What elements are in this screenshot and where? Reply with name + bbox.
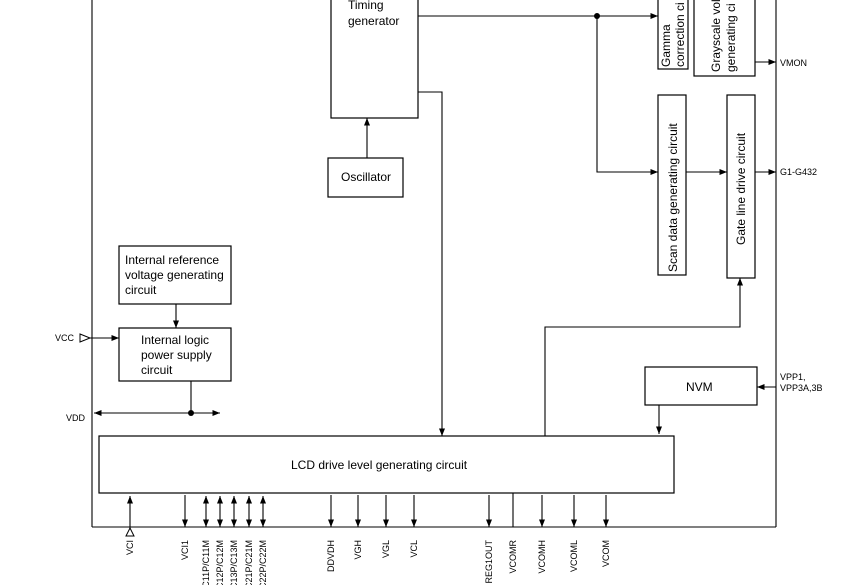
timing-generator-label-line1: Timing bbox=[348, 0, 384, 12]
internal-logic-label-line1: Internal logic bbox=[141, 333, 209, 347]
pin-label-vgl: VGL bbox=[381, 540, 391, 558]
vcc-open-arrow bbox=[79, 333, 92, 343]
connections bbox=[90, 12, 776, 436]
timing-generator-label-line2: generator bbox=[348, 14, 399, 28]
vcc-pin-label: VCC bbox=[55, 333, 75, 343]
vdd-pin-label: VDD bbox=[66, 413, 86, 423]
vci-open-arrow bbox=[125, 526, 135, 537]
grayscale-voltage-label-line2: generating ci bbox=[724, 3, 738, 72]
gamma-correction-block: Gamma correction ci bbox=[657, 0, 689, 70]
bottom-pins: VCI VCI1 C11P/C11M C12P/C12M C13P/C13M C21P/C… bbox=[125, 493, 611, 585]
nvm-block: NVM bbox=[644, 366, 758, 406]
vpp-pin-label-line1: VPP1, bbox=[780, 372, 806, 382]
pin-label-ddvdh: DDVDH bbox=[326, 540, 336, 572]
gate-output-pin-label: G1-G432 bbox=[780, 167, 817, 177]
scan-data-block: Scan data generating circuit bbox=[657, 94, 687, 276]
pin-label-reg1out: REG1OUT bbox=[484, 540, 494, 584]
scan-data-label: Scan data generating circuit bbox=[666, 123, 680, 272]
pin-label-vcoml: VCOML bbox=[569, 540, 579, 572]
oscillator-block: Oscillator bbox=[327, 157, 404, 198]
pin-label-vcl: VCL bbox=[409, 540, 419, 558]
internal-logic-label-line3: circuit bbox=[141, 363, 173, 377]
pin-label-c11p-c11m: C11P/C11M bbox=[201, 540, 211, 585]
internal-reference-label-line3: circuit bbox=[125, 283, 157, 297]
pin-label-vgh: VGH bbox=[353, 540, 363, 560]
lcd-drive-block: LCD drive level generating circuit bbox=[98, 435, 675, 494]
pin-label-c22p-c22m: C22P/C22M bbox=[258, 540, 268, 585]
internal-reference-label-line1: Internal reference bbox=[125, 253, 219, 267]
nvm-label: NVM bbox=[686, 380, 713, 394]
timing-generator-block: Timing generator bbox=[330, 0, 419, 119]
internal-logic-block: Internal logic power supply circuit bbox=[118, 327, 232, 382]
internal-logic-label-line2: power supply bbox=[141, 348, 212, 362]
internal-reference-block: Internal reference voltage generating ci… bbox=[118, 245, 232, 305]
oscillator-label: Oscillator bbox=[341, 170, 391, 184]
pin-label-c12p-c12m: C12P/C12M bbox=[215, 540, 225, 585]
pin-label-vci: VCI bbox=[125, 540, 135, 555]
pin-label-vcom: VCOM bbox=[601, 540, 611, 567]
gamma-correction-label-line1: Gamma bbox=[659, 24, 673, 67]
internal-reference-label-line2: voltage generating bbox=[125, 268, 224, 282]
vmon-pin-label: VMON bbox=[780, 58, 807, 68]
grayscale-voltage-block: Grayscale vol generating ci bbox=[693, 0, 756, 77]
pin-label-c13p-c13m: C13P/C13M bbox=[229, 540, 239, 585]
pin-label-vcomr: VCOMR bbox=[508, 540, 518, 574]
pin-label-vcomh: VCOMH bbox=[537, 540, 547, 574]
vpp-pin-label-line2: VPP3A,3B bbox=[780, 383, 823, 393]
gate-line-drive-block: Gate line drive circuit bbox=[726, 94, 756, 279]
gamma-correction-label-line2: correction ci bbox=[673, 2, 687, 67]
grayscale-voltage-label-line1: Grayscale vol bbox=[709, 0, 723, 72]
lcd-drive-label: LCD drive level generating circuit bbox=[291, 458, 468, 472]
pin-label-c21p-c21m: C21P/C21M bbox=[244, 540, 254, 585]
pin-label-vci1: VCI1 bbox=[180, 540, 190, 560]
gate-line-drive-label: Gate line drive circuit bbox=[734, 132, 748, 245]
